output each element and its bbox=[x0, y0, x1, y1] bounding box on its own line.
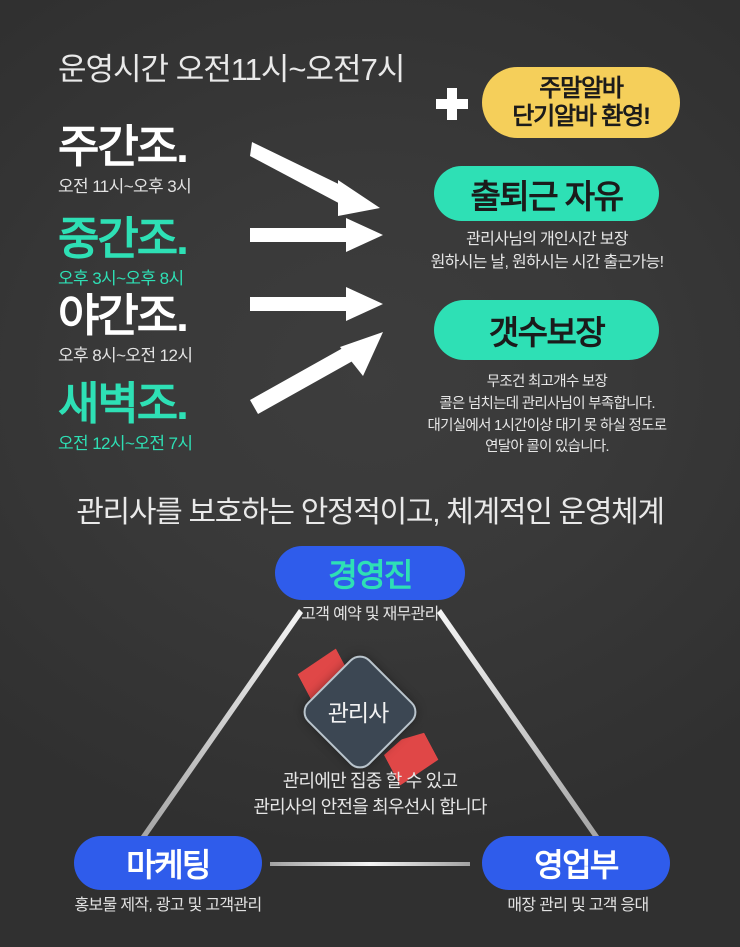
org-node-marketing: 마케팅 bbox=[74, 836, 262, 890]
shift-item-dawn: 새벽조. 오전 12시~오전 7시 bbox=[58, 378, 193, 453]
org-center-caption-line: 관리에만 집중 할 수 있고 bbox=[282, 771, 458, 791]
plus-icon bbox=[436, 88, 468, 120]
converging-arrows-group bbox=[250, 142, 383, 414]
shift-name: 야간조. bbox=[58, 290, 189, 341]
benefit-pill-free-commute: 출퇴근 자유 bbox=[434, 166, 659, 221]
shift-time: 오후 3시~오후 8시 bbox=[58, 269, 184, 288]
weekend-parttime-badge: 주말알바 단기알바 환영! bbox=[482, 67, 680, 138]
shift-time: 오후 8시~오전 12시 bbox=[58, 346, 193, 365]
shift-item-night: 야간조. 오후 8시~오전 12시 bbox=[58, 290, 193, 365]
org-node-sales: 영업부 bbox=[482, 836, 670, 890]
org-connector-lines bbox=[134, 609, 606, 866]
weekend-badge-line-2: 단기알바 환영! bbox=[512, 102, 651, 130]
benefit-desc-line: 관리사님의 개인시간 보장 bbox=[466, 231, 628, 248]
org-edge-bottom bbox=[270, 862, 470, 866]
org-node-manager-label: 관리사 bbox=[327, 700, 389, 726]
org-caption-sales: 매장 관리 및 고객 응대 bbox=[507, 897, 649, 914]
benefit-desc-line: 연달아 콜이 있습니다. bbox=[485, 439, 609, 456]
arrow-up-right-icon bbox=[250, 332, 383, 414]
shift-time: 오전 11시~오후 3시 bbox=[58, 177, 192, 196]
operating-hours-title: 운영시간 오전11시~오전7시 bbox=[58, 52, 405, 87]
org-center-caption-line: 관리사의 안전을 최우선시 합니다 bbox=[253, 797, 487, 818]
org-node-management: 경영진 bbox=[275, 546, 465, 600]
weekend-badge-line-1: 주말알바 bbox=[539, 75, 624, 103]
org-edge-top-right bbox=[437, 609, 606, 848]
shift-name: 주간조. bbox=[58, 121, 189, 172]
org-caption-management: 고객 예약 및 재무관리 bbox=[301, 606, 439, 623]
org-section-title: 관리사를 보호하는 안정적이고, 체계적인 운영체계 bbox=[76, 496, 665, 529]
benefit-desc-line: 콜은 넘치는데 관리사님이 부족합니다. bbox=[439, 395, 655, 412]
arrow-right-icon-2 bbox=[250, 287, 383, 321]
benefit-pill-count-guarantee: 갯수보장 bbox=[434, 300, 659, 360]
shift-item-mid: 중간조. 오후 3시~오후 8시 bbox=[58, 213, 189, 288]
benefit-description-free-commute: 관리사님의 개인시간 보장 원하시는 날, 원하시는 시간 출근가능! bbox=[406, 229, 688, 274]
shift-name: 새벽조. bbox=[58, 378, 189, 429]
benefit-desc-line: 원하시는 날, 원하시는 시간 출근가능! bbox=[430, 253, 664, 271]
org-edge-top-left bbox=[134, 609, 303, 848]
arrow-down-right-icon bbox=[250, 142, 380, 216]
org-caption-marketing: 홍보물 제작, 광고 및 고객관리 bbox=[74, 897, 263, 914]
benefit-desc-line: 무조건 최고개수 보장 bbox=[486, 374, 608, 390]
shift-item-day: 주간조. 오전 11시~오후 3시 bbox=[58, 121, 192, 196]
benefit-description-count-guarantee: 무조건 최고개수 보장 콜은 넘치는데 관리사님이 부족합니다. 대기실에서 1… bbox=[396, 372, 698, 459]
shift-time: 오전 12시~오전 7시 bbox=[58, 434, 193, 453]
org-center-caption: 관리에만 집중 할 수 있고 관리사의 안전을 최우선시 합니다 bbox=[200, 768, 540, 820]
benefit-desc-line: 대기실에서 1시간이상 대기 못 하실 정도로 bbox=[427, 417, 668, 434]
arrow-right-icon-1 bbox=[250, 218, 383, 252]
shift-name: 중간조. bbox=[58, 213, 189, 264]
